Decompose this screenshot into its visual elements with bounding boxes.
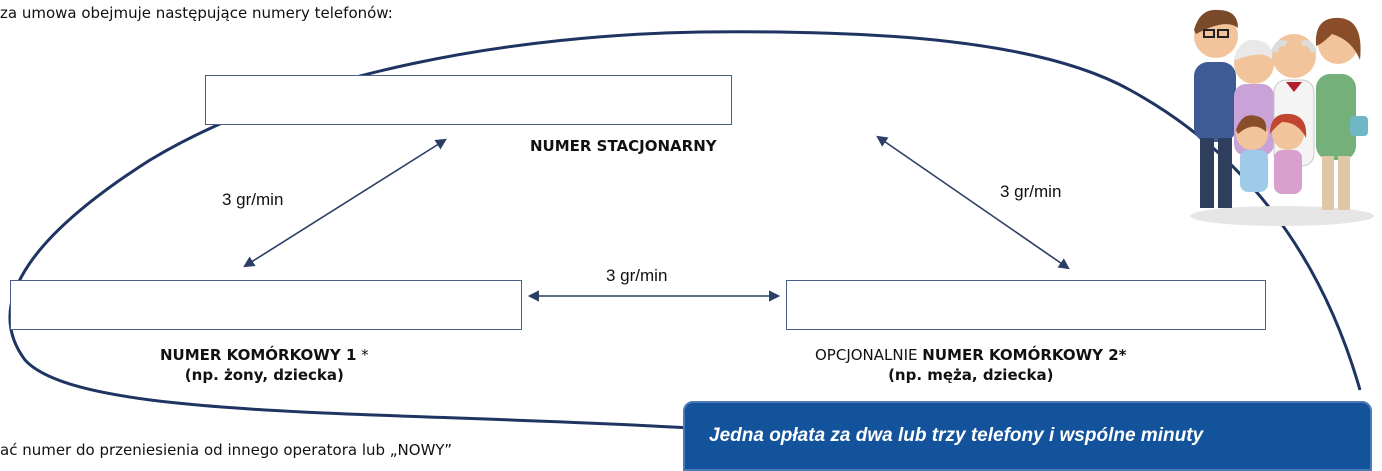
arrow-fixed-mobile1 [243,138,447,268]
fixed-number-box[interactable] [205,75,732,125]
rate-mobile1-mobile2: 3 gr/min [606,266,668,285]
bottom-note: ać numer do przeniesienia od innego oper… [0,441,453,459]
mobile2-number-box[interactable] [786,280,1266,330]
rate-fixed-mobile1: 3 gr/min [222,190,284,209]
family-illustration-icon [1190,9,1374,226]
promo-banner: Jedna opłata za dwa lub trzy telefony i … [683,401,1372,471]
rate-fixed-mobile2: 3 gr/min [1000,182,1062,201]
mobile1-number-box[interactable] [10,280,522,330]
arrow-fixed-mobile2 [876,135,1070,270]
mobile1-label: NUMER KOMÓRKOWY 1 * (np. żony, dziecka) [160,346,369,384]
promo-banner-text: Jedna opłata za dwa lub trzy telefony i … [709,425,1204,446]
intro-text: za umowa obejmuje następujące numery tel… [0,4,393,22]
fixed-number-label: NUMER STACJONARNY [530,137,717,155]
grouping-loop [8,30,1362,430]
mobile2-label: OPCJONALNIE NUMER KOMÓRKOWY 2* (np. męża… [815,346,1127,384]
